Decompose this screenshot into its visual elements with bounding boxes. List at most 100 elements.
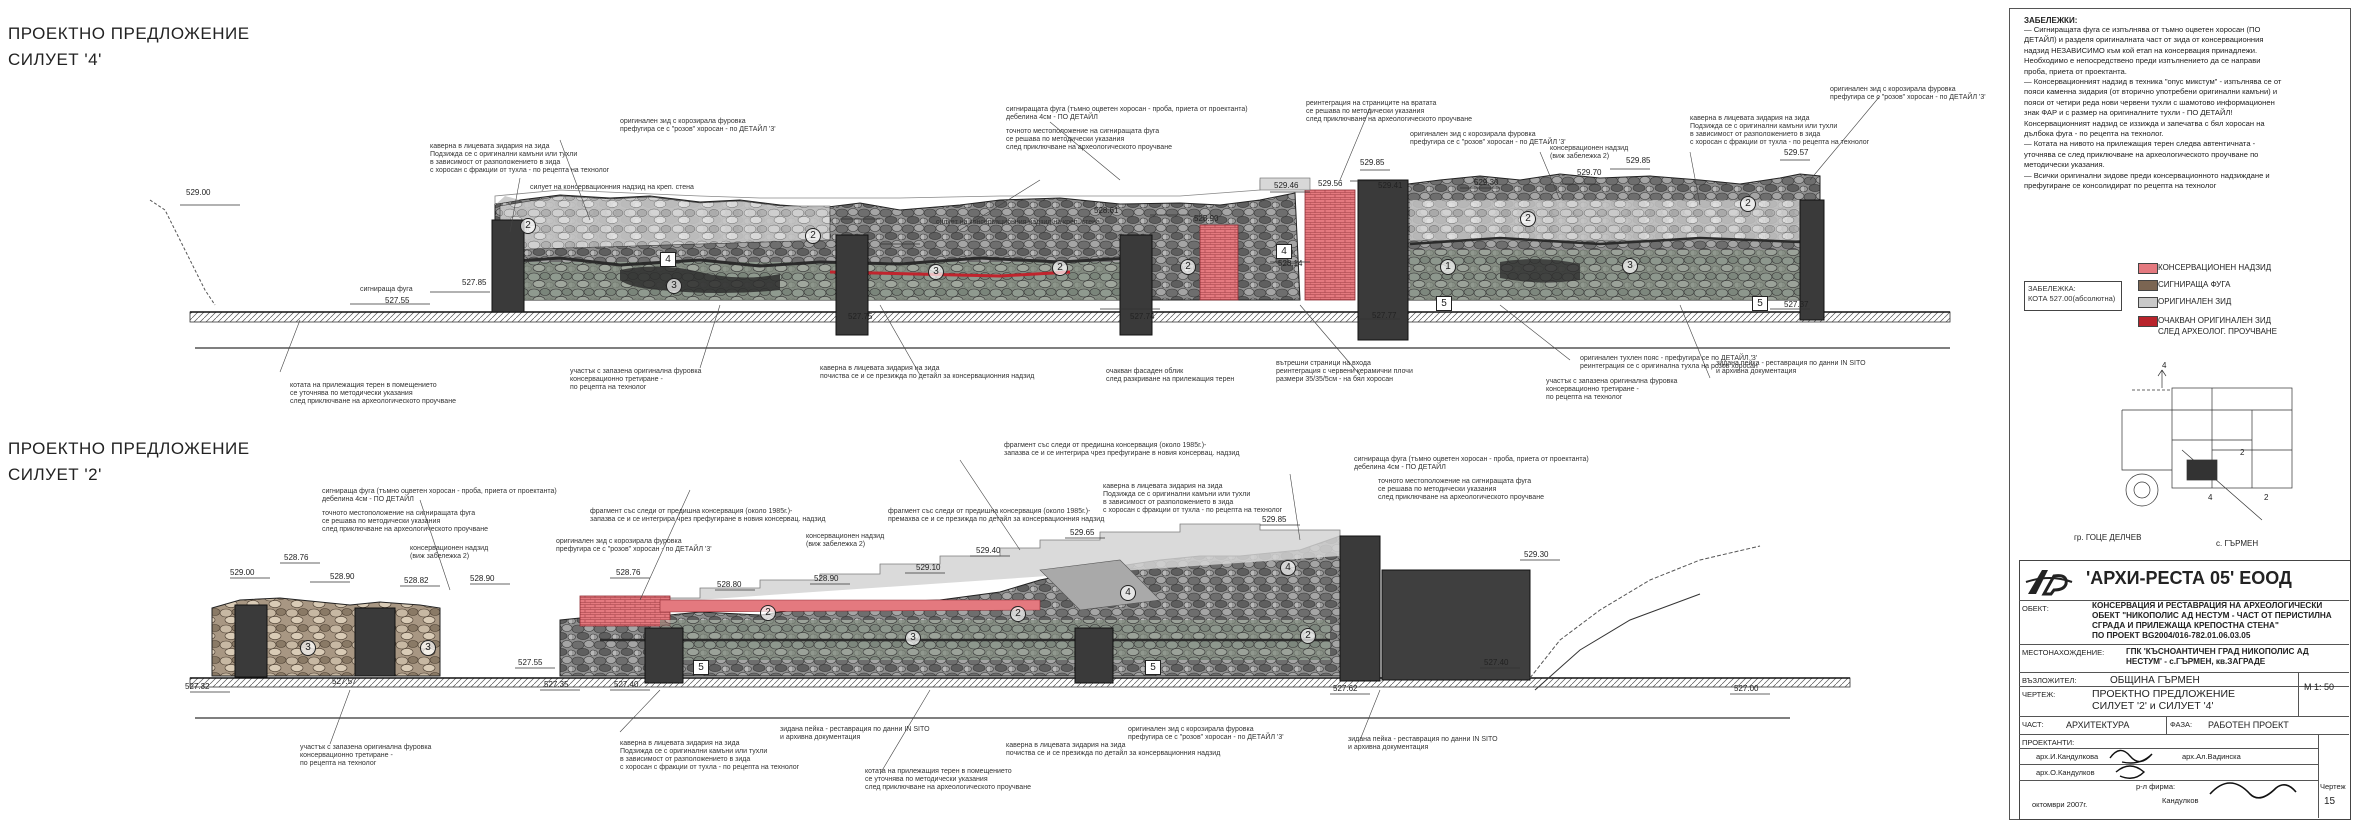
bottom-level-1: 528.76 [284,553,309,562]
client-label: ВЪЗЛОЖИТЕЛ: [2022,676,2077,685]
marker-5: 5 [693,660,709,675]
top-note-1: оригинален зид с корозирала фуровка преф… [620,118,776,133]
top-level-4: 528.61 [1094,206,1119,215]
bottom-title-line1: ПРОЕКТНО ПРЕДЛОЖЕНИЕ [8,439,250,458]
designers-label: ПРОЕКТАНТИ: [2022,738,2075,747]
bottom-note-10: сигнираща фуга (тъмно оцветен хоросан - … [1354,456,1589,471]
top-level-3: 527.75 [848,312,873,321]
bottom-note-4: фрагмент със следи от предишна консервац… [590,508,826,523]
marker-3: 3 [928,264,944,280]
bottom-level-8: 529.10 [916,563,941,572]
level-note: ЗАБЕЛЕЖКА: КОТА 527.00(абсолютна) [2028,284,2116,303]
top-note-18: оригинален тухлен пояс - префугира се по… [1580,355,1758,370]
map-village-label: с. ГЪРМЕН [2216,539,2258,548]
top-level-1: 527.85 [462,278,487,287]
drawing-label: ЧЕРТЕЖ: [2022,690,2056,699]
client-text: ОБЩИНА ГЪРМЕН [2110,675,2200,686]
bottom-elevation [189,523,1851,719]
marker-4: 4 [1280,560,1296,576]
location-map: 4 2 4 2 гр. ГОЦЕ ДЕЛЧЕВ с. ГЪРМЕН [2074,361,2293,548]
bottom-leader-lines [329,459,1381,775]
marker-3: 3 [1622,258,1638,274]
top-note-5: каверна в лицевата зидария на зида Подзи… [430,143,610,174]
elevation-drawings [149,95,1951,775]
top-level-14: 529.70 [1577,168,1602,177]
sheet-label: Чертеж [2320,782,2346,791]
bottom-note-16: каверна в лицевата зидария на зида почис… [1006,742,1221,757]
bottom-level-10: 529.65 [1070,528,1095,537]
firm-label: р-л фирма: [2136,782,2176,791]
marker-5: 5 [1436,296,1452,311]
top-level-0: 529.00 [186,188,211,197]
bottom-level-20: 527.40 [1484,658,1509,667]
marker-3: 3 [420,640,436,656]
map-mark-2: 2 [2240,448,2245,457]
bottom-level-19: 527.00 [1734,684,1759,693]
top-title-line2: СИЛУЕТ '4' [8,50,102,69]
map-mark-4: 4 [2162,361,2167,370]
top-note-10: каверна в лицевата зидария на зида Подзи… [1690,115,1870,146]
bottom-level-18: 527.62 [1333,684,1358,693]
date-text: октомври 2007г. [2032,800,2088,809]
top-note-12: сигнираща фуга [360,286,413,293]
phase-label: ФАЗА: [2170,720,2193,729]
top-note-20: зидана пейка - реставрация по данни IN S… [1716,360,1866,375]
bottom-level-4: 528.90 [470,574,495,583]
bottom-note-6: консервационен надзид (виж забележка 2) [806,533,885,548]
marker-5: 5 [1752,296,1768,311]
top-level-9: 529.85 [1360,158,1385,167]
top-level-6: 527.74 [1130,312,1155,321]
marker-2: 2 [1010,606,1026,622]
bottom-level-6: 528.80 [717,580,742,589]
firm-name: Кандулков [2162,796,2199,805]
legend-label-expected: ОЧАКВАН ОРИГИНАЛЕН ЗИД СЛЕД АРХЕОЛОГ. ПР… [2158,316,2278,336]
notes-title: ЗАБЕЛЕЖКИ: [2024,16,2078,25]
bottom-note-3: консервационен надзид (виж забележка 2) [410,545,489,560]
legend-swatch-joint [2138,280,2158,291]
top-note-6: силует на консервационния надзид на креп… [530,184,694,191]
top-section-title: ПРОЕКТНО ПРЕДЛОЖЕНИЕ СИЛУЕТ '4' [8,21,250,73]
bottom-level-11: 529.85 [1262,515,1287,524]
marker-4: 4 [1276,244,1292,259]
bottom-note-1: сигнираща фуга (тъмно оцветен хоросан - … [322,488,557,503]
top-note-7: силует на консервационния надзид на креп… [936,219,1100,226]
top-level-12: 527.77 [1372,311,1397,320]
marker-4: 4 [660,252,676,267]
map-mark-2b: 2 [2264,493,2269,502]
bottom-note-5: оригинален зид с корозирала фуровка преф… [556,538,712,553]
marker-3: 3 [666,278,682,294]
bottom-level-13: 527.32 [185,682,210,691]
phase-text: РАБОТЕН ПРОЕКТ [2208,720,2289,730]
top-note-16: очакван фасаден облик след разкриване на… [1106,368,1235,383]
marker-2: 2 [1740,196,1756,212]
legend-swatch-original [2138,297,2158,308]
bottom-level-7: 528.90 [814,574,839,583]
level-note-box: ЗАБЕЛЕЖКА: КОТА 527.00(абсолютна) [2024,281,2122,311]
legend-label-conservation: КОНСЕРВАЦИОНЕН НАДЗИД [2158,263,2272,272]
marker-3: 3 [300,640,316,656]
marker-3: 3 [905,630,921,646]
bottom-note-12: участък с запазена оригинална фуровка ко… [300,744,432,767]
top-elevation [149,159,1951,349]
top-level-13: 529.30 [1474,178,1499,187]
marker-2: 2 [1052,260,1068,276]
bottom-note-2: точното местоположение на сигниращата фу… [322,510,488,533]
company-logo-icon [2025,570,2073,596]
company-name: 'АРХИ-РЕСТА 05' ЕООД [2086,568,2292,588]
location-label: МЕСТОНАХОЖДЕНИЕ: [2022,648,2105,657]
map-street-label: гр. ГОЦЕ ДЕЛЧЕВ [2074,533,2141,542]
top-level-16: 529.57 [1784,148,1809,157]
signatures [2109,749,2297,799]
top-level-7: 529.46 [1274,181,1299,190]
bottom-section-title: ПРОЕКТНО ПРЕДЛОЖЕНИЕ СИЛУЕТ '2' [8,436,250,488]
bottom-level-15: 527.55 [518,658,543,667]
bottom-note-18: зидана пейка - реставрация по данни IN S… [1348,736,1498,751]
bottom-note-14: зидана пейка - реставрация по данни IN S… [780,726,930,741]
designer-2: арх.Ал.Вадинска [2182,752,2241,761]
marker-4: 4 [1120,585,1136,601]
marker-2: 2 [1180,259,1196,275]
top-title-line1: ПРОЕКТНО ПРЕДЛОЖЕНИЕ [8,24,250,43]
top-note-4: реинтеграция на страниците на вратата се… [1306,100,1472,123]
map-mark-4b: 4 [2208,493,2213,502]
notes-block: ЗАБЕЛЕЖКИ: — Сигниращата фуга се изпълня… [2024,16,2344,192]
